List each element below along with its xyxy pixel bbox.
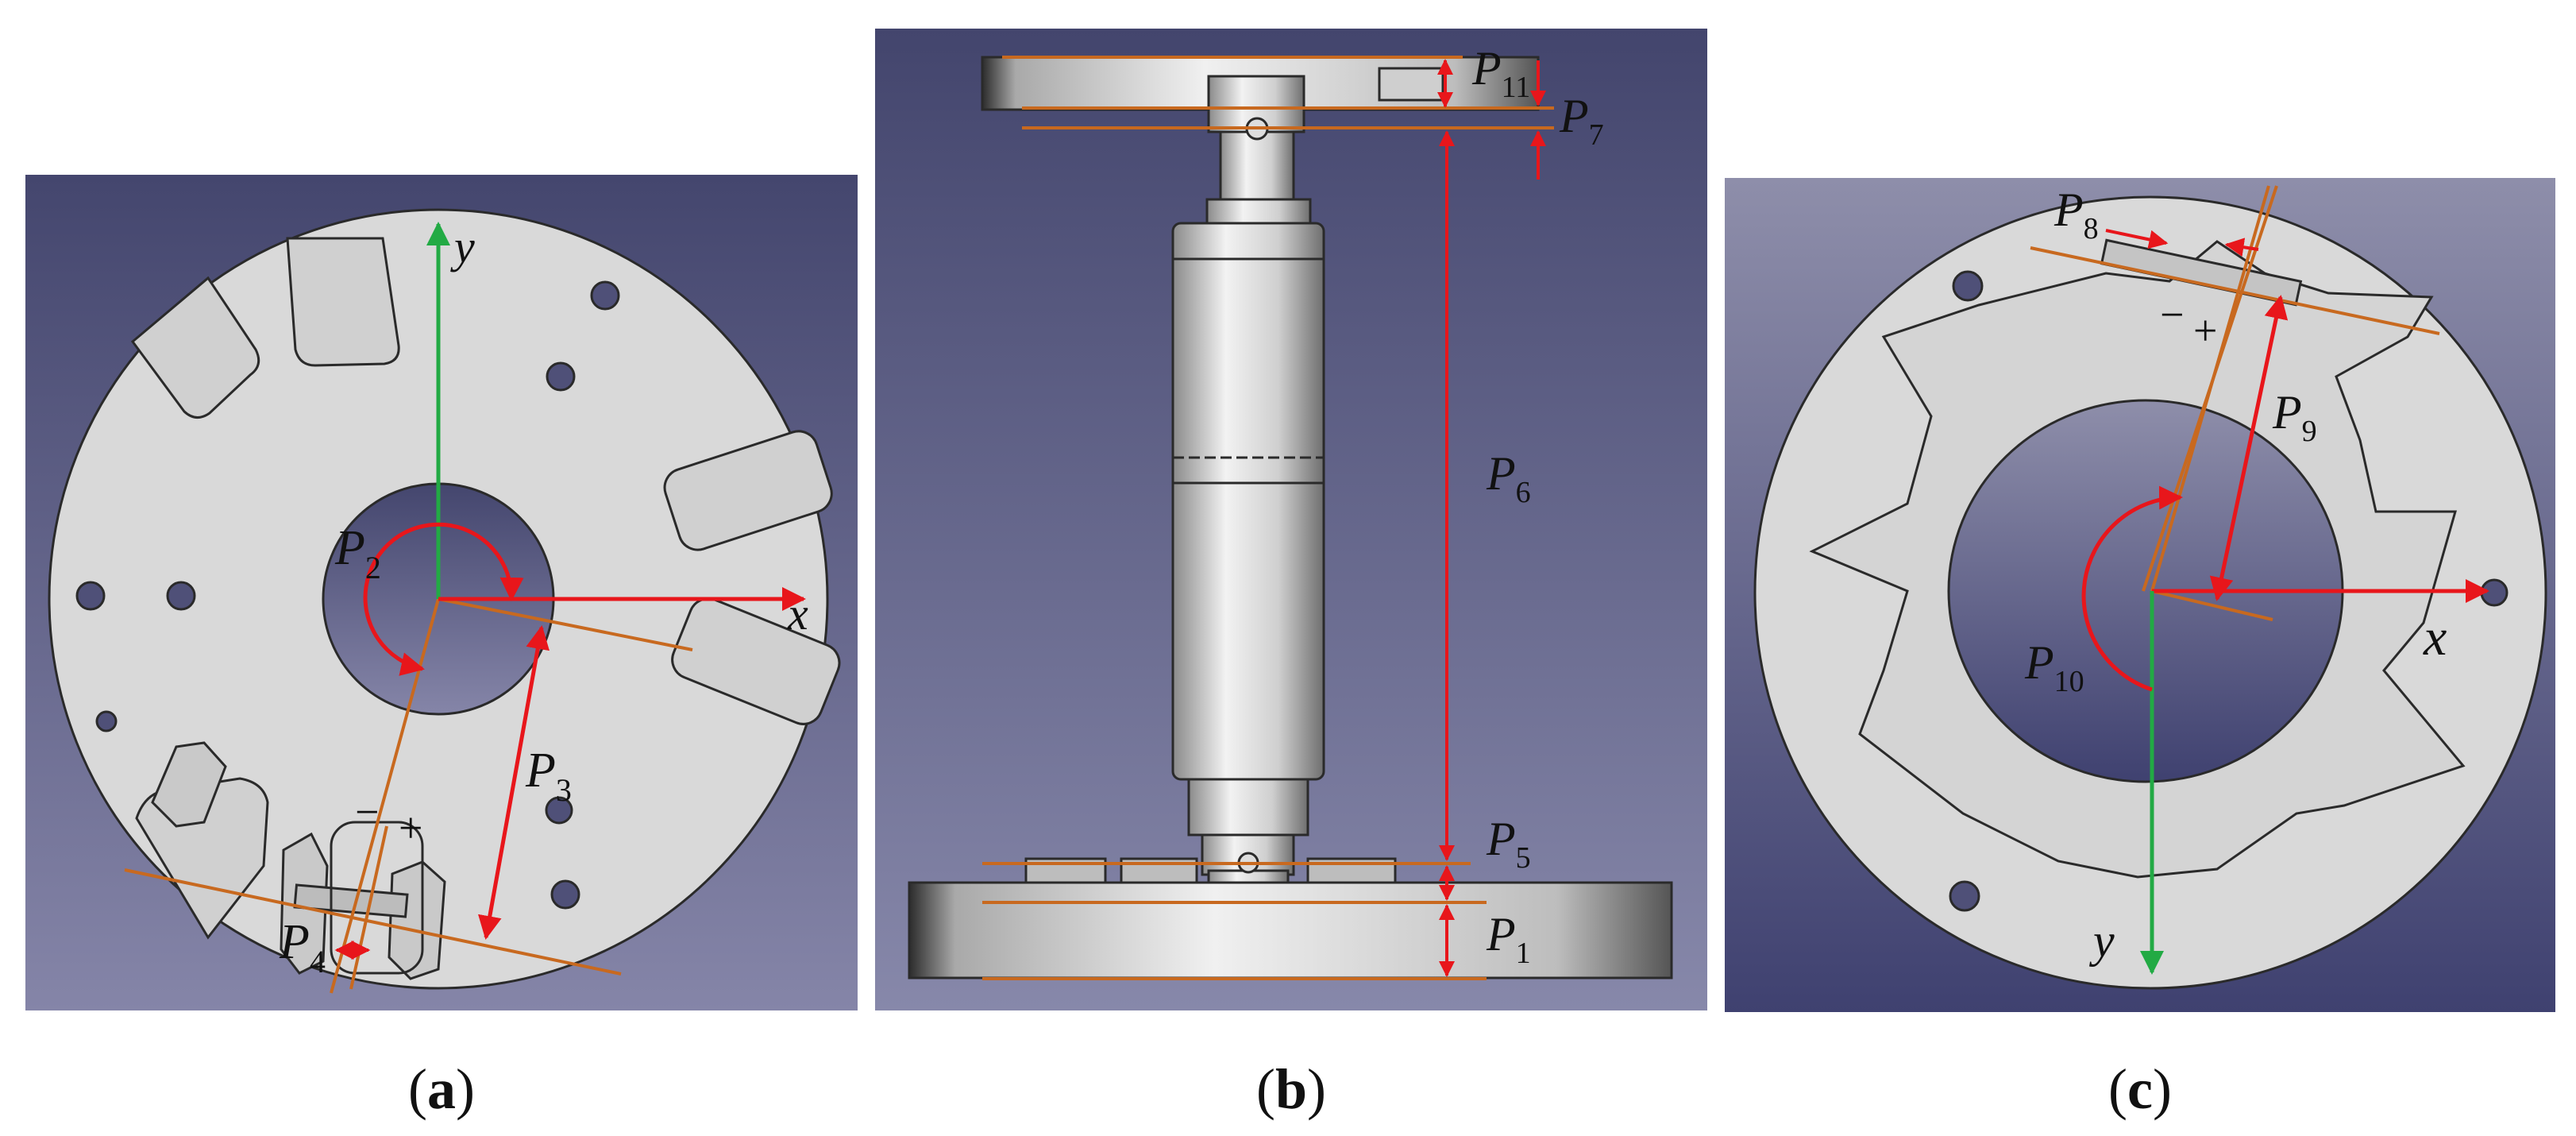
bolt-holes-a: [75, 280, 620, 910]
panel-c-drawing: P8 P9 P10 x y − +: [1725, 178, 2555, 1012]
pin-a: [293, 883, 409, 918]
label-y-a: y: [450, 221, 475, 272]
bottom-plate: [908, 881, 1673, 980]
caption-b: (b): [1255, 1057, 1326, 1121]
angle-arc-P2: [363, 522, 524, 676]
caption-c: (c): [2108, 1057, 2172, 1121]
actuator-cylinder: [1171, 222, 1325, 781]
label-plus-c: +: [2193, 307, 2217, 354]
label-minus-a: −: [355, 788, 379, 836]
label-P3: P3: [525, 744, 572, 808]
label-x-a: x: [787, 588, 808, 639]
angle-arc-P10: [2081, 485, 2183, 692]
label-P1: P1: [1486, 908, 1531, 970]
label-P9: P9: [2272, 386, 2317, 448]
label-P10: P10: [2024, 636, 2084, 698]
panel-a: y x P2 P3 P4 − +: [25, 175, 858, 1010]
label-P4: P4: [279, 915, 326, 980]
label-plus-a: +: [399, 804, 422, 852]
top-connector: [1205, 75, 1312, 225]
panel-b: P11 P7 P6 P5 P1: [875, 29, 1707, 1010]
dimension-P9: [2209, 295, 2289, 601]
dimension-P3: [478, 625, 550, 940]
label-y-c: y: [2088, 914, 2115, 967]
dimension-P8-left: [2105, 229, 2169, 249]
slot-cutouts-a: [130, 237, 841, 940]
top-plate-block: [1378, 67, 1444, 102]
label-P5: P5: [1486, 813, 1531, 875]
label-P6: P6: [1486, 447, 1531, 509]
reference-lines-b: [982, 56, 1554, 980]
label-P11: P11: [1471, 42, 1530, 104]
label-P7: P7: [1559, 90, 1604, 152]
label-P2: P2: [334, 521, 381, 585]
label-minus-c: −: [2160, 291, 2184, 338]
caption-a: (a): [408, 1057, 475, 1121]
dimension-P8-right: [2224, 238, 2259, 257]
label-P8: P8: [2053, 184, 2099, 245]
panel-c: P8 P9 P10 x y − +: [1725, 178, 2555, 1012]
panel-a-drawing: y x P2 P3 P4 − +: [25, 175, 858, 1010]
panel-b-drawing: P11 P7 P6 P5 P1: [875, 29, 1707, 1010]
label-x-c: x: [2423, 609, 2447, 667]
